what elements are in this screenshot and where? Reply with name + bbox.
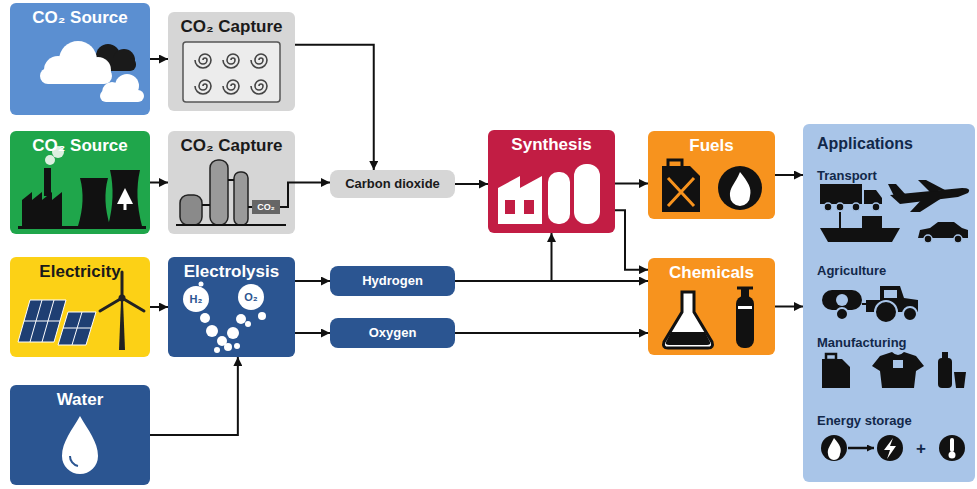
box-title: Carbon dioxide — [345, 176, 440, 192]
flow-arrow — [455, 183, 488, 185]
group-heading: Agriculture — [817, 262, 886, 280]
flow-arrow — [615, 210, 648, 269]
gas-symbol: H₂ — [190, 294, 203, 305]
fuel-icon — [662, 160, 762, 212]
chemicals-icon — [664, 288, 755, 348]
box-title: CO₂ Capture — [180, 17, 282, 37]
box-title: CO₂ Source — [32, 8, 127, 28]
flow-arrow — [295, 280, 330, 282]
adsorber-icon — [183, 42, 280, 102]
plant-icon — [498, 164, 600, 224]
process-box: Synthesis — [488, 130, 615, 233]
panel-title: Applications — [817, 135, 913, 153]
box-title: CO₂ Capture — [180, 136, 282, 156]
capture-box: CO₂ Capture — [168, 12, 295, 111]
flow-arrow — [615, 183, 648, 185]
clouds-icon — [40, 41, 144, 102]
gas-symbol: O₂ — [244, 292, 257, 303]
bubbles-icon — [183, 282, 266, 354]
flow-arrow — [455, 233, 552, 281]
box-title: Electrolysis — [184, 262, 279, 282]
flow-arrow — [775, 174, 803, 176]
power-plant-icon — [18, 146, 146, 229]
flow-arrow — [150, 58, 168, 60]
water-drop-icon — [62, 416, 98, 474]
input-box: Electricity — [10, 257, 150, 357]
flow-arrow — [295, 332, 330, 334]
product-box: Fuels — [648, 131, 775, 219]
box-title: CO₂ Source — [32, 136, 127, 156]
input-box: Water — [10, 385, 150, 485]
plus-sign: + — [916, 440, 926, 457]
stream-pill: Carbon dioxide — [330, 170, 455, 198]
scrubber-icon — [176, 160, 295, 225]
group-heading: Manufacturing — [817, 334, 907, 352]
capture-box: CO₂ Capture — [168, 131, 295, 234]
source-box: CO₂ Source — [10, 3, 150, 115]
stream-pill: Hydrogen — [330, 266, 455, 296]
energy-storage-icons — [821, 435, 965, 461]
flow-arrow — [150, 182, 168, 184]
flow-arrow — [455, 332, 648, 334]
flow-arrow — [150, 357, 238, 435]
manufacturing-icons — [822, 352, 966, 388]
box-title: Chemicals — [669, 263, 754, 283]
transport-icons — [820, 180, 969, 243]
process-box: Electrolysis — [168, 257, 295, 357]
box-title: Water — [57, 390, 104, 410]
product-box: Chemicals — [648, 258, 775, 355]
box-title: Synthesis — [511, 135, 591, 155]
source-box: CO₂ Source — [10, 131, 150, 234]
flow-arrow — [295, 45, 374, 170]
flow-arrow — [455, 280, 648, 282]
box-title: Fuels — [689, 136, 733, 156]
box-title: Oxygen — [369, 325, 417, 341]
renewables-icon — [18, 272, 144, 350]
box-title: Electricity — [39, 262, 120, 282]
agriculture-icon — [822, 286, 918, 323]
group-heading: Energy storage — [817, 412, 912, 430]
flow-arrow — [295, 182, 330, 184]
flow-arrow — [150, 306, 168, 308]
stream-tag: CO₂ — [257, 203, 275, 212]
flow-arrow — [775, 306, 803, 308]
stream-pill: Oxygen — [330, 318, 455, 348]
group-heading: Transport — [817, 167, 877, 185]
applications-panel: ApplicationsTransportAgricultureManufact… — [803, 124, 975, 482]
box-title: Hydrogen — [362, 273, 423, 289]
